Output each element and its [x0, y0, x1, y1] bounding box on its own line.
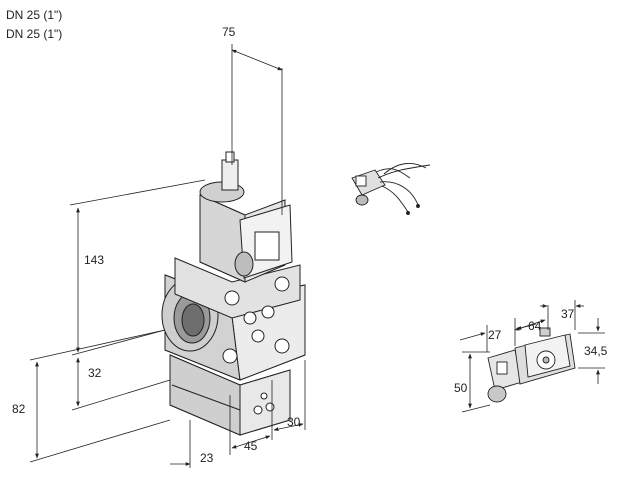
dim-label-75: 75 — [222, 25, 236, 39]
dim-label-50: 50 — [454, 381, 468, 395]
dim-label-32: 32 — [88, 366, 102, 380]
dim-label-143: 143 — [84, 253, 104, 267]
cable-connector — [351, 163, 431, 215]
dim-label-82: 82 — [12, 402, 26, 416]
dim-label-37: 37 — [561, 307, 575, 321]
dimension-lines — [29, 44, 306, 468]
dim-label-34-5: 34,5 — [584, 344, 608, 358]
header-line-2: DN 25 (1") — [6, 27, 63, 41]
dim-label-45: 45 — [244, 439, 258, 453]
dim-label-64: 64 — [528, 319, 542, 333]
solenoid-coil — [487, 327, 576, 403]
valve-body — [161, 151, 306, 436]
dim-label-23: 23 — [200, 451, 214, 465]
header-line-1: DN 25 (1") — [6, 8, 63, 22]
coil-dimension-lines — [459, 300, 605, 413]
dim-label-30: 30 — [287, 415, 301, 429]
dim-label-27: 27 — [488, 328, 502, 342]
